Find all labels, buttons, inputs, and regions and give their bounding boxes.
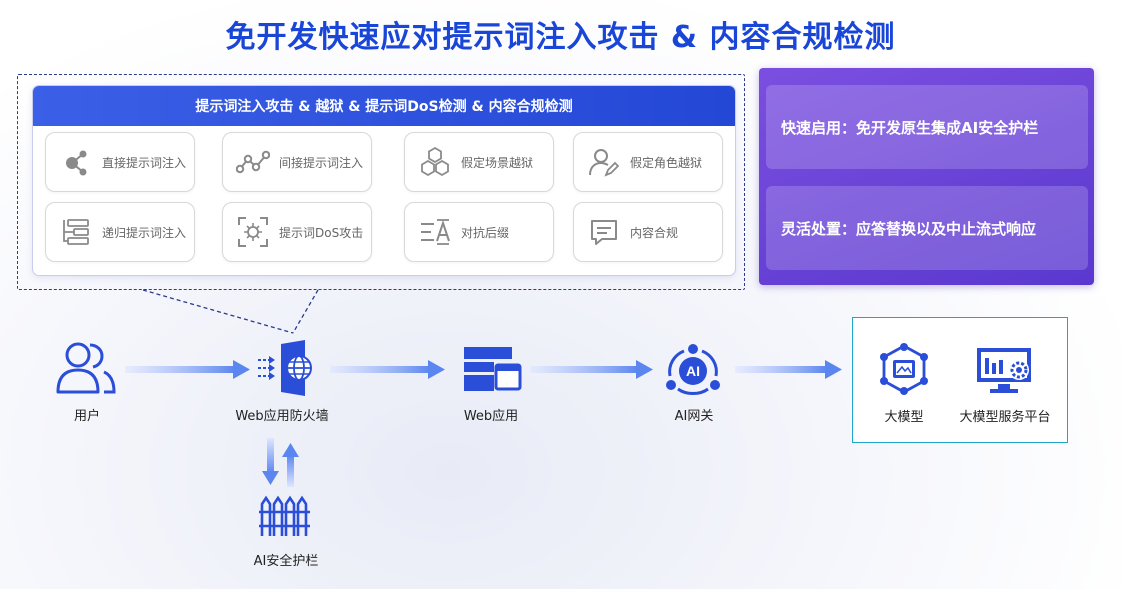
ai-gateway-label: AI网关 <box>674 409 714 424</box>
detection-panel-header: 提示词注入攻击 & 越狱 & 提示词DoS检测 & 内容合规检测 <box>33 86 735 126</box>
user-label: 用户 <box>73 409 100 424</box>
llm-target-box <box>852 317 1068 443</box>
card-label: 直接提示词注入 <box>102 155 187 170</box>
card-dos-attack: 提示词DoS攻击 <box>222 202 372 262</box>
arrow-waf-to-guardrail <box>262 438 279 485</box>
arrow-user-to-waf <box>125 360 250 379</box>
card-label: 假定角色越狱 <box>630 155 703 170</box>
card-adversarial-suffix: 对抗后缀 <box>404 202 554 262</box>
llm-label: 大模型 <box>884 410 924 425</box>
platform-label: 大模型服务平台 <box>959 410 1051 425</box>
ai-gateway-icon: AI <box>664 343 722 403</box>
guardrail-label: AI安全护栏 <box>253 554 319 569</box>
text-suffix-icon <box>417 214 453 250</box>
waf-icon <box>255 338 325 402</box>
arrow-webapp-to-gateway <box>530 360 653 379</box>
llm-icon <box>876 343 932 399</box>
card-scenario-jailbreak: 假定场景越狱 <box>404 132 554 192</box>
arrow-waf-to-webapp <box>330 360 445 379</box>
card-content-compliance: 内容合规 <box>573 202 723 262</box>
card-label: 提示词DoS攻击 <box>279 225 364 240</box>
feature-flexible-handling: 灵活处置：应答替换以及中止流式响应 <box>766 186 1088 270</box>
web-app-label: Web应用 <box>463 409 519 424</box>
arrow-guardrail-to-waf <box>282 443 299 487</box>
ai-badge-text: AI <box>686 363 700 379</box>
card-label: 对抗后缀 <box>461 225 510 240</box>
feature-quick-enable: 快速启用：免开发原生集成AI安全护栏 <box>766 85 1088 169</box>
recursive-list-icon <box>58 214 94 250</box>
arrow-gateway-to-model <box>735 360 842 379</box>
hexagons-icon <box>417 144 453 180</box>
message-icon <box>586 214 622 250</box>
user-edit-icon <box>586 144 622 180</box>
web-app-icon <box>462 345 524 399</box>
detection-scope-frame <box>17 74 745 290</box>
platform-icon <box>974 346 1034 398</box>
waf-label: Web应用防火墙 <box>235 409 329 424</box>
card-label: 递归提示词注入 <box>102 225 187 240</box>
card-label: 间接提示词注入 <box>279 155 364 170</box>
card-role-jailbreak: 假定角色越狱 <box>573 132 723 192</box>
card-indirect-injection: 间接提示词注入 <box>222 132 372 192</box>
line-graph-icon <box>235 144 271 180</box>
features-panel: 快速启用：免开发原生集成AI安全护栏 灵活处置：应答替换以及中止流式响应 <box>759 68 1094 285</box>
user-icon <box>54 340 118 400</box>
detection-panel: 提示词注入攻击 & 越狱 & 提示词DoS检测 & 内容合规检测 直接提示词注入… <box>33 86 735 275</box>
page-title: 免开发快速应对提示词注入攻击 & 内容合规检测 <box>225 20 896 55</box>
virus-scan-icon <box>235 214 271 250</box>
card-recursive-injection: 递归提示词注入 <box>45 202 195 262</box>
card-direct-injection: 直接提示词注入 <box>45 132 195 192</box>
guardrail-fence-icon <box>258 494 312 542</box>
card-label: 假定场景越狱 <box>461 155 534 170</box>
card-label: 内容合规 <box>630 225 679 240</box>
share-nodes-icon <box>58 144 94 180</box>
